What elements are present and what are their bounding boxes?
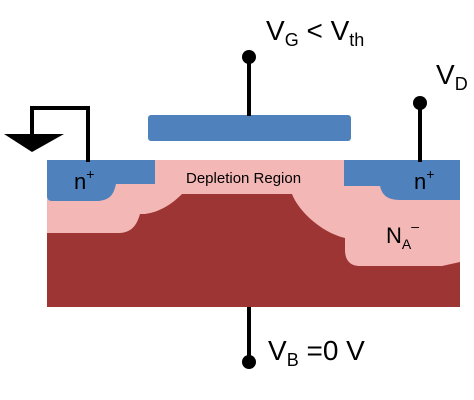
gate-terminal-dot-icon	[242, 50, 256, 64]
depletion-region	[47, 160, 460, 266]
drain-n-plus-label: n+	[414, 166, 434, 194]
gate-voltage-label: VG < Vth	[266, 15, 364, 50]
ground-icon	[4, 134, 64, 152]
terminal-wires	[30, 60, 422, 358]
bulk-voltage-label: VB =0 V	[268, 335, 365, 370]
gate-electrode	[148, 115, 351, 141]
source-n-plus-label: n+	[74, 166, 94, 194]
source-n-plus-region	[47, 160, 155, 201]
depletion-region-label: Depletion Region	[186, 170, 301, 187]
acceptor-doping-label: NA–	[386, 218, 419, 252]
drain-terminal-dot-icon	[413, 96, 427, 110]
source-lead	[30, 106, 90, 162]
drain-n-plus-region	[344, 160, 460, 200]
bulk-terminal-dot-icon	[242, 355, 256, 369]
drain-voltage-label: VD	[436, 59, 468, 94]
